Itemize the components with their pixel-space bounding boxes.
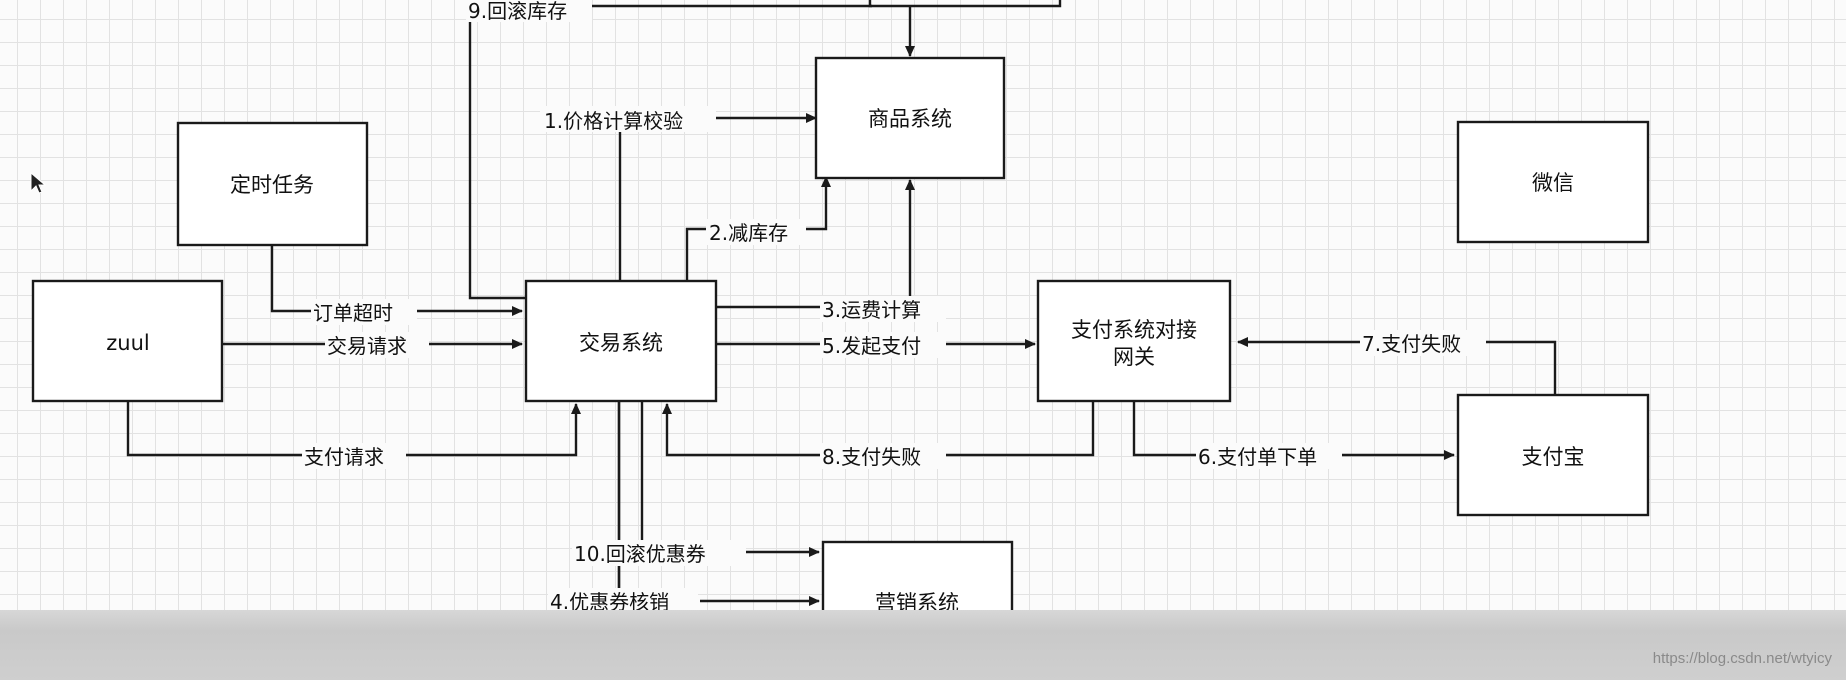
label-pay-request: 支付请求	[304, 445, 384, 469]
node-marketing-system[interactable]: 营销系统	[821, 540, 1014, 610]
node-product-label: 商品系统	[868, 107, 952, 131]
node-zuul-label: zuul	[106, 331, 149, 355]
node-marketing-label: 营销系统	[875, 591, 959, 610]
node-scheduler[interactable]: 定时任务	[176, 121, 369, 247]
label-freight-calc: 3.运费计算	[822, 298, 921, 322]
node-alipay[interactable]: 支付宝	[1456, 393, 1650, 517]
watermark-url: https://blog.csdn.net/wtyicy	[1652, 650, 1832, 667]
node-trade-label: 交易系统	[579, 331, 663, 355]
edge-order-timeout	[270, 246, 523, 316]
top-cut-box-edge	[868, 0, 1062, 8]
label-rollback-coupon: 10.回滚优惠券	[574, 542, 706, 566]
label-order-timeout: 订单超时	[313, 301, 393, 325]
node-alipay-label: 支付宝	[1522, 445, 1585, 469]
label-initiate-payment: 5.发起支付	[822, 334, 921, 358]
node-gateway-label-line2: 网关	[1113, 345, 1155, 369]
footer-strip	[0, 610, 1846, 680]
label-reduce-stock: 2.减库存	[709, 221, 788, 245]
node-wechat[interactable]: 微信	[1456, 120, 1650, 244]
flow-diagram: 9.回滚库存 1.价格计算校验 2.减库存 订单超时 交易请求 3.运费计算 5…	[31, 0, 1650, 610]
node-scheduler-label: 定时任务	[230, 173, 314, 197]
edge-price-check	[618, 113, 817, 281]
edge-pay-fail-gateway	[1237, 337, 1557, 395]
edge-rollback-coupon	[640, 402, 820, 557]
node-gateway-label-line1: 支付系统对接	[1071, 318, 1197, 342]
node-product-system[interactable]: 商品系统	[814, 56, 1006, 180]
edge-create-pay-order	[1132, 402, 1455, 460]
label-rollback-stock: 9.回滚库存	[468, 0, 567, 23]
mouse-cursor-icon	[30, 172, 46, 194]
node-zuul[interactable]: zuul	[31, 279, 224, 403]
node-wechat-label: 微信	[1532, 171, 1574, 195]
label-pay-fail-trade: 8.支付失败	[822, 445, 921, 469]
edge-rollback-stock	[468, 4, 872, 300]
label-pay-fail-gateway: 7.支付失败	[1362, 332, 1461, 356]
node-payment-gateway[interactable]: 支付系统对接 网关	[1036, 279, 1232, 403]
label-create-pay-order: 6.支付单下单	[1198, 445, 1317, 469]
label-trade-request: 交易请求	[327, 334, 407, 358]
node-trade-system[interactable]: 交易系统	[524, 279, 718, 403]
label-coupon-writeoff: 4.优惠券核销	[550, 590, 669, 610]
label-price-check: 1.价格计算校验	[544, 109, 683, 133]
